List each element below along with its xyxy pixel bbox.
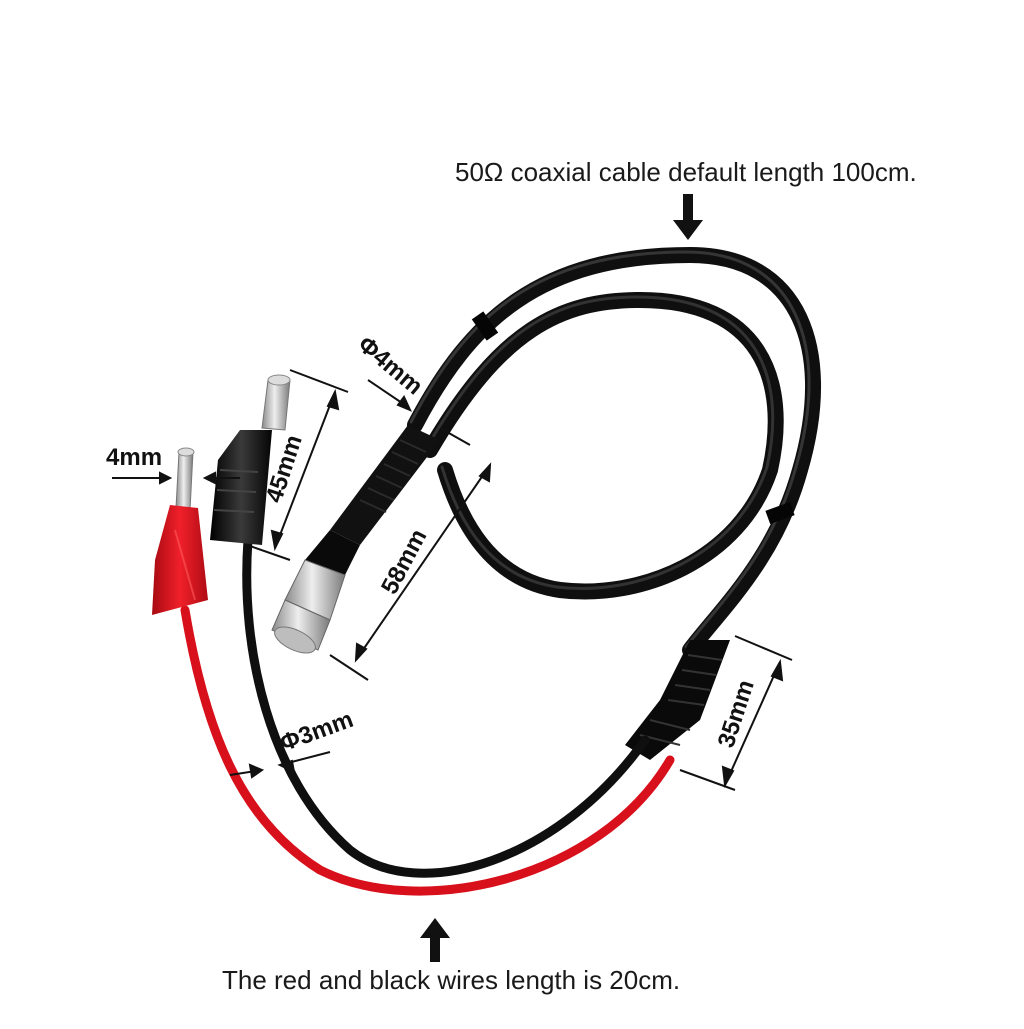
y-splitter: [625, 640, 730, 760]
wire-length-caption: The red and black wires length is 20cm.: [222, 965, 681, 995]
coaxial-cable: [407, 246, 821, 658]
red-banana-plug: [152, 447, 208, 615]
coax-length-caption: 50Ω coaxial cable default length 100cm.: [455, 157, 917, 187]
red-wire: [180, 605, 675, 896]
black-wire: [242, 535, 650, 878]
bottom-callout-arrow: [420, 918, 450, 962]
black-banana-plug: [210, 374, 291, 545]
top-callout-arrow: [673, 194, 703, 240]
banana-pin-dimension: 4mm: [106, 444, 163, 471]
bnc-connector: [271, 425, 440, 654]
dimension-lines: [112, 369, 793, 791]
